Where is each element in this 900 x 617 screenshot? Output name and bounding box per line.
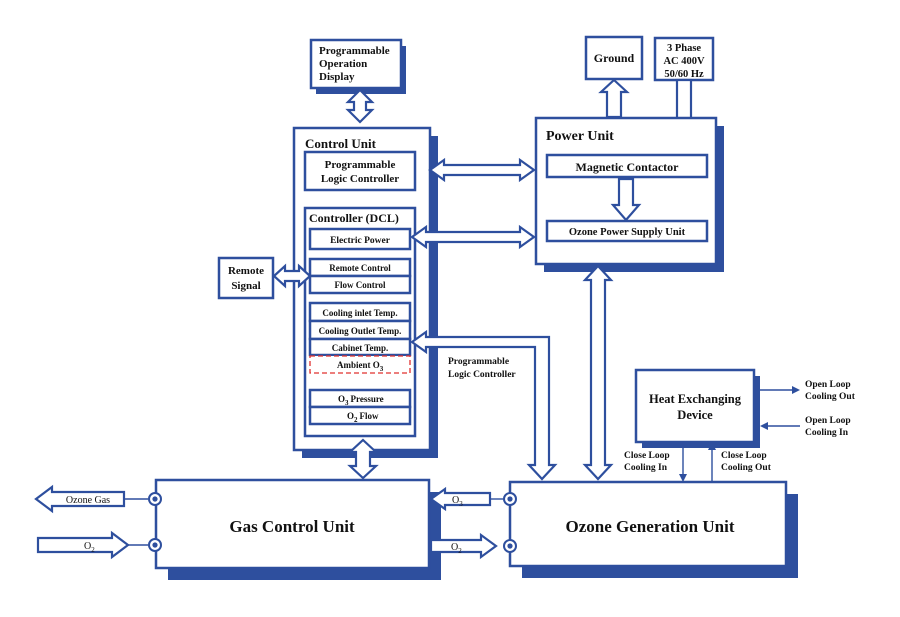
flow-control-row: Flow Control: [334, 280, 386, 290]
contactor-to-supply-arrow: [610, 177, 642, 222]
electric-power-row: Electric Power: [330, 236, 391, 246]
control-unit-title: Control Unit: [305, 136, 377, 151]
programmable-operation-display-block: Programmable Operation Display: [309, 38, 406, 94]
pod-line-1: Programmable: [319, 45, 390, 57]
o2-input-label: O2: [84, 541, 95, 554]
ac-supply-line-2: AC 400V: [663, 56, 705, 67]
o2-transfer-label: O2: [451, 542, 462, 555]
remote-control-row: Remote Control: [329, 263, 391, 273]
power-unit-title: Power Unit: [546, 129, 614, 144]
close-loop-in-line-2: Cooling In: [624, 463, 668, 473]
remote-signal-block: Remote Signal: [217, 256, 275, 300]
gas-control-unit-block: Gas Control Unit: [154, 478, 441, 580]
ambient-o3-row: Ambient O3: [337, 360, 384, 373]
control-power-double-arrow-bottom: [410, 224, 536, 250]
close-loop-in-arrowhead: [679, 474, 687, 482]
plc-link-line-2: Logic Controller: [448, 370, 516, 380]
control-plc-line-1: Programmable: [325, 159, 396, 171]
o2-input-arrow: [36, 530, 130, 560]
heat-exchanger-line-1: Heat Exchanging: [649, 392, 742, 406]
o2-transfer-arrow: [429, 532, 498, 560]
open-loop-in-arrowhead: [760, 422, 768, 430]
ozone-unit-o2-port-center: [507, 543, 513, 549]
heat-exchanger-line-2: Device: [677, 408, 713, 422]
remote-signal-line-1: Remote: [228, 265, 264, 277]
gas-unit-o2-port-center: [152, 542, 158, 548]
power-ozone-double-arrow: [582, 264, 614, 481]
open-loop-in-line-1: Open Loop: [805, 416, 851, 426]
close-loop-out-line-1: Close Loop: [721, 451, 767, 461]
open-loop-out-line-2: Cooling Out: [805, 392, 856, 402]
control-plc-line-2: Logic Controller: [321, 173, 399, 185]
o3-transfer-label: O3: [452, 495, 463, 508]
close-loop-out-arrowhead: [708, 442, 716, 450]
ac-supply-line-1: 3 Phase: [667, 43, 701, 54]
control-unit-block: Control Unit Programmable Logic Controll…: [292, 126, 438, 458]
close-loop-out-line-2: Cooling Out: [721, 463, 772, 473]
remote-signal-line-2: Signal: [231, 280, 260, 292]
open-loop-out-line-1: Open Loop: [805, 380, 851, 390]
gas-unit-ozone-port-center: [152, 496, 158, 502]
ozone-generation-unit-title: Ozone Generation Unit: [565, 517, 734, 536]
ac-supply-block: 3 Phase AC 400V 50/60 Hz: [653, 36, 715, 82]
ozone-generation-unit-block: Ozone Generation Unit: [508, 480, 798, 578]
cooling-inlet-temp-row: Cooling inlet Temp.: [322, 308, 397, 318]
ozone-gas-label: Ozone Gas: [66, 495, 110, 506]
pod-line-3: Display: [319, 71, 355, 83]
plc-link-line-1: Programmable: [448, 357, 509, 367]
controller-dcl-title: Controller (DCL): [309, 211, 399, 225]
magnetic-contactor-label: Magnetic Contactor: [576, 160, 680, 174]
remote-signal-double-arrow: [272, 263, 312, 289]
control-power-double-arrow-top: [428, 157, 536, 183]
ac-supply-line-3: 50/60 Hz: [664, 69, 704, 80]
ground-up-arrow: [598, 78, 630, 119]
cooling-outlet-temp-row: Cooling Outlet Temp.: [319, 326, 402, 336]
ground-label: Ground: [594, 51, 635, 65]
close-loop-in-line-1: Close Loop: [624, 451, 670, 461]
ozone-to-control-plc-arrow: [410, 329, 558, 481]
pod-line-2: Operation: [319, 58, 367, 70]
ozone-power-supply-label: Ozone Power Supply Unit: [569, 227, 686, 238]
heat-exchanging-device-block: Heat Exchanging Device: [634, 368, 760, 448]
control-gas-double-arrow: [347, 438, 379, 480]
ozone-unit-o3-port-center: [507, 496, 513, 502]
display-control-double-arrow: [345, 88, 375, 124]
ground-block: Ground: [584, 35, 644, 81]
gas-control-unit-title: Gas Control Unit: [229, 517, 355, 536]
cabinet-temp-row: Cabinet Temp.: [332, 343, 389, 353]
open-loop-out-arrowhead: [792, 386, 800, 394]
open-loop-in-line-2: Cooling In: [805, 428, 849, 438]
